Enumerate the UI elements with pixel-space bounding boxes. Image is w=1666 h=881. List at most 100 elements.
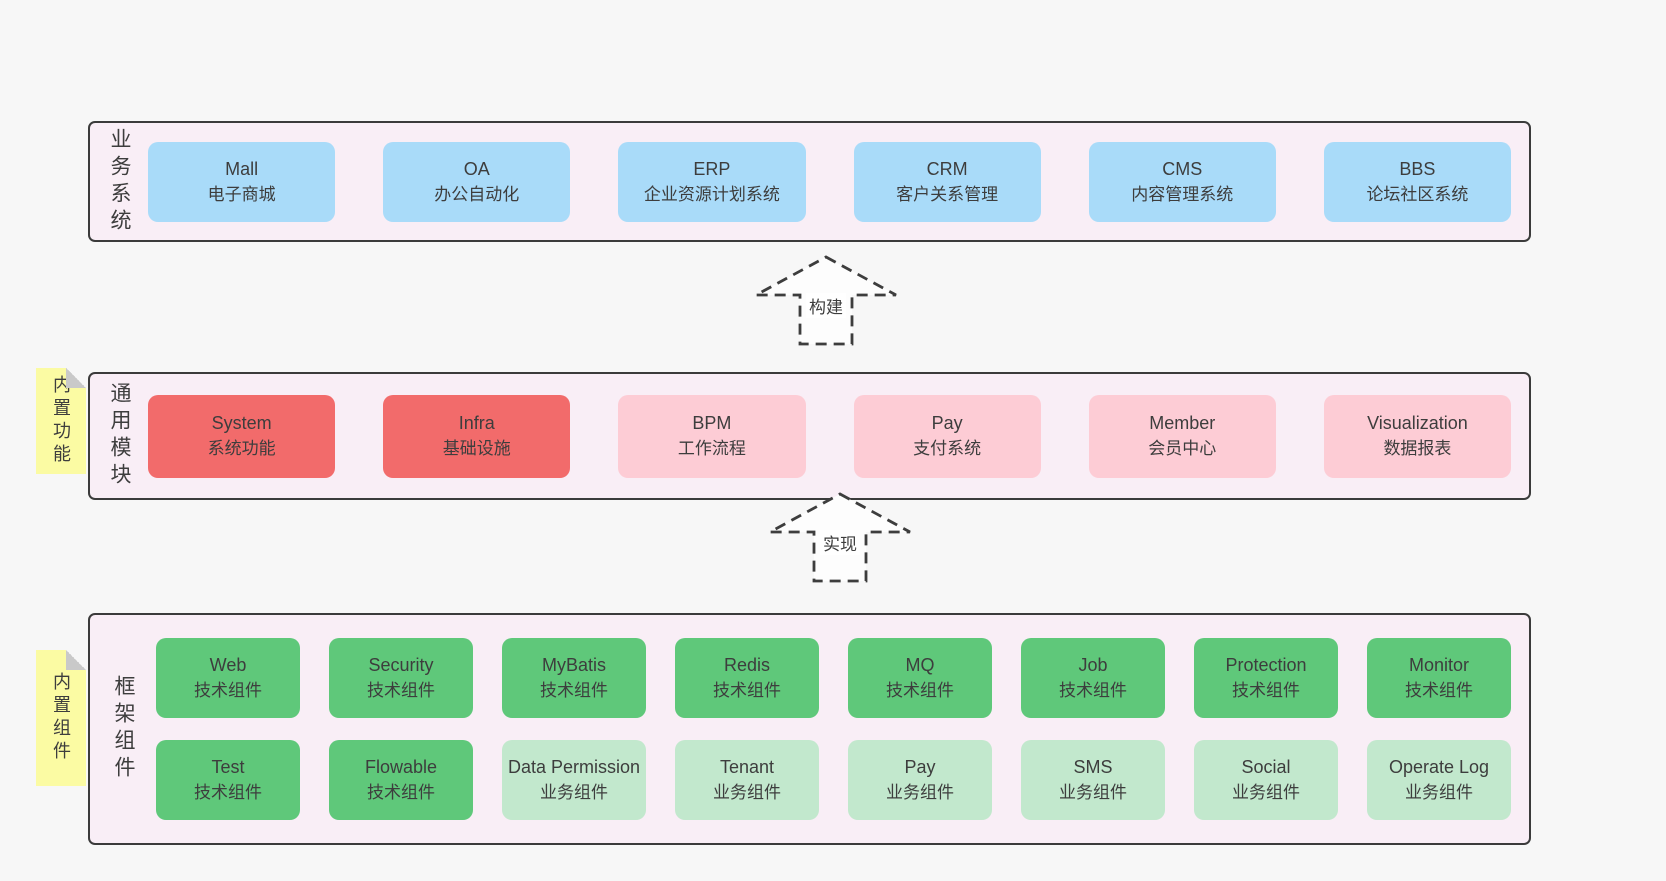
- section-business-systems: 业务系统 Mall 电子商城 OA 办公自动化 ERP 企业资源计划系统 CRM 客户关系管理…: [88, 121, 1531, 242]
- box-name: Test: [211, 757, 245, 777]
- box-security: Security 技术组件: [329, 638, 473, 718]
- box-mq: MQ 技术组件: [848, 638, 992, 718]
- box-desc: 业务组件: [713, 783, 781, 802]
- box-bpm: BPM 工作流程: [618, 394, 806, 478]
- box-name: Operate Log: [1388, 757, 1490, 777]
- box-desc: 办公自动化: [434, 184, 520, 204]
- box-name: Visualization: [1367, 413, 1468, 433]
- box-name: Monitor: [1408, 655, 1470, 675]
- builtin-features-tab: 内置功能: [36, 368, 86, 474]
- box-name: Infra: [458, 413, 495, 433]
- box-name: BBS: [1399, 158, 1436, 179]
- box-desc: 技术组件: [194, 783, 262, 802]
- box-name: Pay: [931, 413, 963, 433]
- box-name: Redis: [723, 655, 771, 675]
- box-desc: 业务组件: [886, 783, 954, 802]
- box-desc: 数据报表: [1383, 439, 1452, 458]
- box-crm: CRM 客户关系管理: [853, 141, 1041, 222]
- box-desc: 内容管理系统: [1131, 184, 1234, 204]
- implement-arrow-label: 实现: [820, 530, 860, 555]
- box-desc: 技术组件: [367, 681, 435, 700]
- box-desc: 技术组件: [194, 681, 262, 700]
- box-desc: 技术组件: [886, 681, 954, 700]
- box-desc: 技术组件: [713, 681, 781, 700]
- modules-boxes-row: System 系统功能 Infra 基础设施 BPM 工作流程 Pay 支付系统 Member 会…: [148, 394, 1512, 478]
- box-name: Protection: [1225, 655, 1307, 675]
- box-desc: 技术组件: [1405, 681, 1473, 700]
- box-name: Tenant: [719, 757, 775, 777]
- box-name: CRM: [926, 158, 968, 179]
- box-job: Job 技术组件: [1021, 638, 1165, 718]
- box-mybatis: MyBatis 技术组件: [502, 638, 646, 718]
- build-arrow: 构建: [754, 255, 898, 347]
- box-desc: 客户关系管理: [896, 184, 999, 204]
- box-test: Test 技术组件: [156, 740, 300, 820]
- section-components-label: 框架组件: [112, 675, 135, 783]
- box-web: Web 技术组件: [156, 638, 300, 718]
- section-business-label: 业务系统: [108, 127, 131, 236]
- business-boxes-row: Mall 电子商城 OA 办公自动化 ERP 企业资源计划系统 CRM 客户关系管理 CMS 内容…: [148, 141, 1512, 222]
- box-name: SMS: [1073, 757, 1113, 777]
- box-erp: ERP 企业资源计划系统: [618, 141, 806, 222]
- box-name: Member: [1149, 413, 1216, 433]
- box-desc: 工作流程: [677, 439, 746, 458]
- box-system: System 系统功能: [148, 394, 336, 478]
- box-operate-log: Operate Log 业务组件: [1367, 740, 1511, 820]
- box-member: Member 会员中心: [1088, 394, 1276, 478]
- box-name: MQ: [905, 655, 935, 675]
- box-oa: OA 办公自动化: [383, 141, 571, 222]
- box-pay: Pay 支付系统: [853, 394, 1041, 478]
- builtin-components-tab: 内置组件: [36, 650, 86, 786]
- box-social: Social 业务组件: [1194, 740, 1338, 820]
- box-desc: 业务组件: [1232, 783, 1300, 802]
- box-name: Job: [1078, 655, 1108, 675]
- box-name: Security: [368, 655, 434, 675]
- box-desc: 会员中心: [1148, 439, 1217, 458]
- box-mall: Mall 电子商城: [148, 141, 336, 222]
- box-name: Web: [209, 655, 247, 675]
- box-desc: 支付系统: [913, 439, 982, 458]
- box-name: Social: [1241, 757, 1291, 777]
- box-desc: 基础设施: [442, 439, 511, 458]
- box-desc: 业务组件: [1405, 783, 1473, 802]
- box-desc: 电子商城: [207, 184, 276, 204]
- implement-arrow: 实现: [768, 492, 912, 584]
- box-name: OA: [463, 158, 490, 179]
- box-monitor: Monitor 技术组件: [1367, 638, 1511, 718]
- box-desc: 业务组件: [1059, 783, 1127, 802]
- box-tenant: Tenant 业务组件: [675, 740, 819, 820]
- box-protection: Protection 技术组件: [1194, 638, 1338, 718]
- box-bbs: BBS 论坛社区系统: [1323, 141, 1512, 222]
- box-sms: SMS 业务组件: [1021, 740, 1165, 820]
- box-infra: Infra 基础设施: [383, 394, 571, 478]
- box-desc: 技术组件: [1232, 681, 1300, 700]
- box-name: BPM: [692, 413, 732, 433]
- box-cms: CMS 内容管理系统: [1088, 141, 1276, 222]
- box-data-permission: Data Permission 业务组件: [502, 740, 646, 820]
- build-arrow-label: 构建: [806, 293, 846, 318]
- box-name: CMS: [1162, 158, 1203, 179]
- box-desc: 论坛社区系统: [1366, 184, 1469, 204]
- box-visualization: Visualization 数据报表: [1323, 394, 1512, 478]
- box-name: System: [211, 413, 272, 433]
- box-redis: Redis 技术组件: [675, 638, 819, 718]
- box-name: ERP: [693, 158, 731, 179]
- box-name: MyBatis: [541, 655, 606, 675]
- box-desc: 系统功能: [207, 439, 276, 458]
- box-desc: 业务组件: [540, 783, 608, 802]
- section-modules-label: 通用模块: [108, 382, 131, 490]
- box-flowable: Flowable 技术组件: [329, 740, 473, 820]
- box-desc: 技术组件: [1059, 681, 1127, 700]
- box-desc: 技术组件: [540, 681, 608, 700]
- box-desc: 企业资源计划系统: [643, 184, 780, 204]
- section-common-modules: 通用模块 System 系统功能 Infra 基础设施 BPM 工作流程 Pay 支付系统 Me…: [88, 372, 1531, 500]
- box-desc: 技术组件: [367, 783, 435, 802]
- box-name: Mall: [225, 158, 259, 179]
- box-name: Data Permission: [507, 757, 641, 777]
- box-name: Flowable: [364, 757, 438, 777]
